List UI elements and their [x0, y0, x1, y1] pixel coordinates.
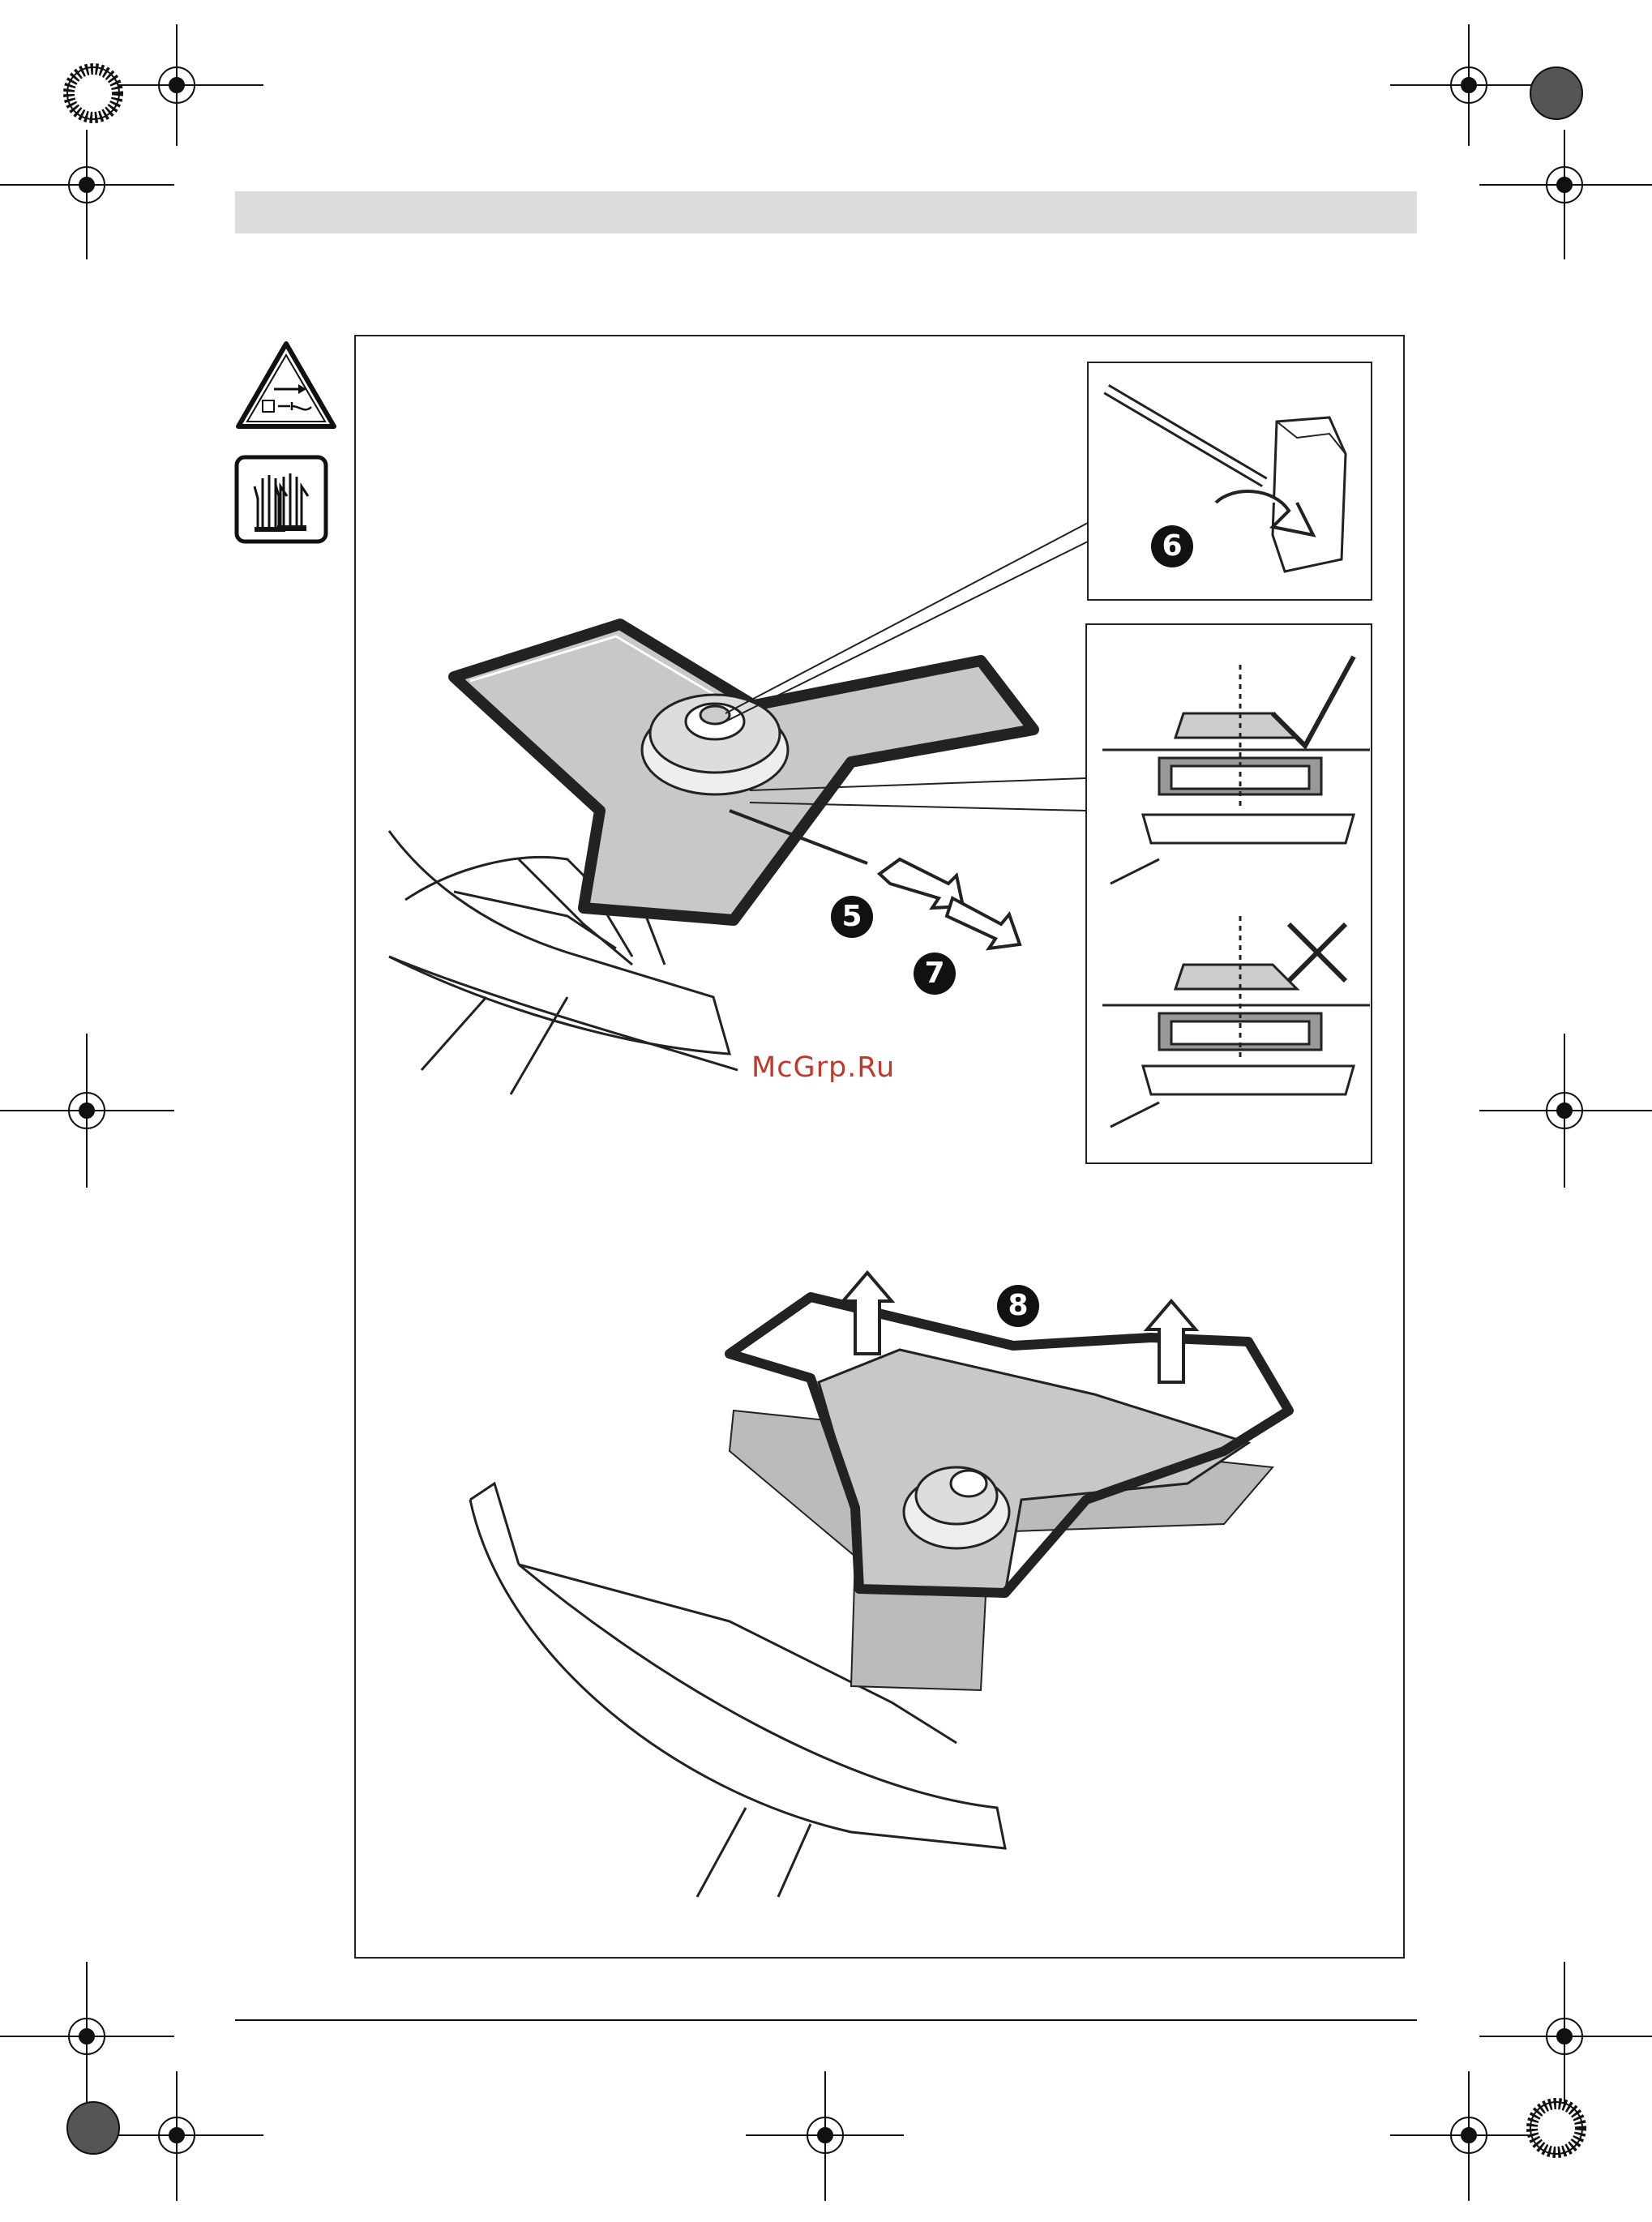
step-6-badge: 6	[1151, 525, 1193, 567]
step-5-badge: 5	[831, 896, 873, 938]
watermark-text: McGrp.Ru	[751, 1051, 930, 1092]
step-8-badge: 8	[997, 1285, 1039, 1327]
step-7-badge: 7	[914, 953, 956, 995]
footer-rule	[235, 2019, 1417, 2021]
